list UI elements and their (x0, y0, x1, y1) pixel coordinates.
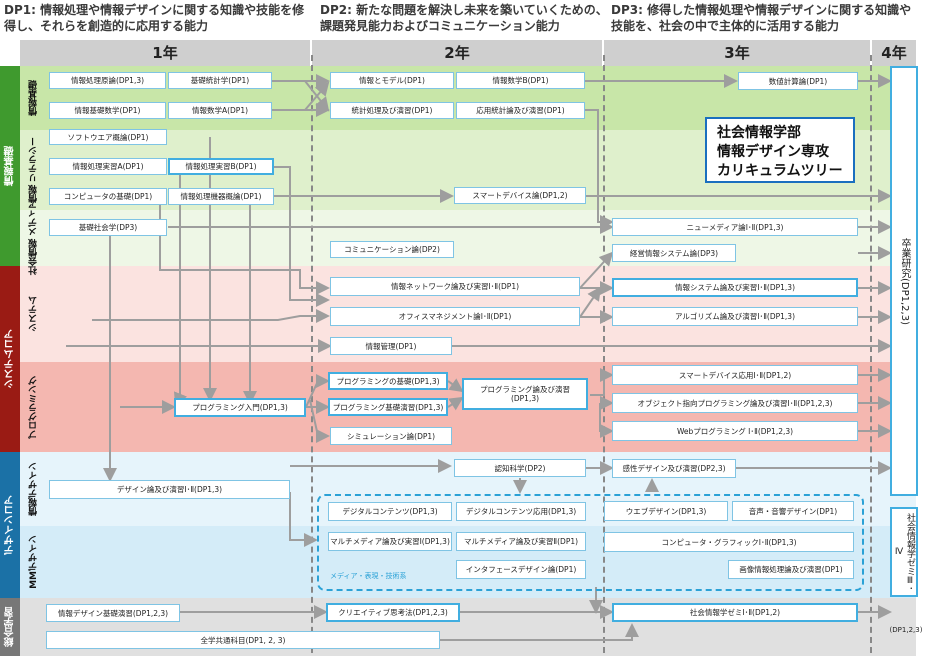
course-box[interactable]: Webプログラミング Ⅰ･Ⅱ(DP1,2,3) (612, 421, 858, 441)
course-box[interactable]: アルゴリズム論及び演習Ⅰ･Ⅱ(DP1,3) (612, 307, 858, 326)
year-2-header: 2年 (312, 40, 602, 66)
course-box[interactable]: プログラミング基礎演習(DP1,3) (328, 398, 448, 416)
course-box[interactable]: クリエイティブ思考法(DP1,2,3) (326, 603, 460, 622)
arrow (289, 492, 318, 547)
course-box[interactable]: 音声・音響デザイン(DP1) (732, 501, 854, 521)
dp1-description: DP1: 情報処理や情報デザインに関する知識や技能を修 得し、それらを創造的に応… (4, 3, 305, 33)
zemi-dp-label: (DP1,2,3) (889, 626, 923, 634)
course-box[interactable]: 認知科学(DP2) (454, 459, 586, 477)
course-box[interactable]: 社会情報学ゼミⅠ･Ⅱ(DP1,2) (612, 603, 858, 622)
course-box[interactable]: 数値計算論(DP1) (738, 72, 858, 90)
course-box[interactable]: 情報処理実習B(DP1) (168, 158, 274, 175)
course-box[interactable]: スマートデバイス論(DP1,2) (454, 187, 586, 204)
course-box[interactable]: デジタルコンテンツ応用(DP1,3) (456, 502, 586, 521)
course-box[interactable]: 情報数学A(DP1) (168, 102, 272, 119)
course-box[interactable]: コンピュータの基礎(DP1) (49, 188, 167, 205)
course-box-sotsugyo[interactable]: 卒業研究(DP1,2,3) (890, 66, 918, 496)
course-box[interactable]: 情報ネットワーク論及び実習Ⅰ･Ⅱ(DP1) (330, 277, 580, 296)
course-box[interactable]: 基礎社会学(DP3) (49, 219, 167, 236)
year-separator (603, 55, 605, 653)
course-box[interactable]: 情報処理機器概論(DP1) (168, 188, 274, 205)
arrow (274, 166, 330, 307)
sidebar-system-core: システムコア (0, 266, 20, 452)
course-box[interactable]: ウエブデザイン(DP1,3) (604, 501, 728, 521)
course-box[interactable]: 応用統計論及び演習(DP1) (456, 102, 585, 119)
arrow (599, 403, 614, 438)
course-box[interactable]: マルチメディア論及び実習Ⅱ(DP1) (456, 532, 586, 551)
course-box[interactable]: ソフトウエア概論(DP1) (49, 129, 167, 145)
course-box[interactable]: 基礎統計学(DP1) (168, 72, 272, 89)
course-box[interactable]: ニューメディア論Ⅰ･Ⅱ(DP1,3) (612, 218, 858, 236)
arrow (92, 309, 330, 323)
arrow (579, 286, 602, 318)
media-group-outline (317, 494, 864, 591)
arrow (440, 623, 639, 641)
course-box[interactable]: 情報処理原論(DP1,3) (49, 72, 166, 89)
course-box[interactable]: 情報数学B(DP1) (456, 72, 585, 89)
sidebar-joho-kiso: 情報基礎 (0, 66, 20, 266)
page-title: 社会情報学部 情報デザイン専攻 カリキュラムツリー (705, 117, 855, 183)
course-box[interactable]: プログラミング論及び演習 (DP1,3) (462, 378, 588, 410)
year-4-header: 4年 (872, 40, 916, 66)
course-box[interactable]: 統計処理及び演習(DP1) (330, 102, 454, 119)
course-box-zemi[interactable]: 社会情報学ゼミⅢ･Ⅳ (890, 507, 918, 597)
course-box[interactable]: 情報処理実習A(DP1) (49, 158, 167, 175)
arrow (309, 399, 330, 443)
course-box[interactable]: 情報デザイン基礎演習(DP1,2,3) (46, 604, 180, 622)
arrow (579, 251, 614, 289)
course-box[interactable]: プログラミングの基礎(DP1,3) (328, 372, 448, 390)
course-box[interactable]: 全学共通科目(DP1, 2, 3) (46, 631, 440, 649)
course-box[interactable]: インタフェースデザイン論(DP1) (456, 560, 586, 579)
course-box[interactable]: 情報基礎数学(DP1) (49, 102, 166, 119)
course-box[interactable]: デジタルコンテンツ(DP1,3) (328, 502, 452, 521)
year-3-header: 3年 (604, 40, 870, 66)
sidebar-sogo: 総合学習 (0, 598, 20, 656)
course-box[interactable]: スマートデバイス応用Ⅰ･Ⅱ(DP1,2) (612, 365, 858, 385)
course-box[interactable]: 情報システム論及び実習Ⅰ･Ⅱ(DP1,3) (612, 278, 858, 297)
sidebar-design-core: デザインコア (0, 452, 20, 598)
course-box[interactable]: 画像情報処理論及び演習(DP1) (728, 560, 854, 579)
course-box[interactable]: 情報とモデル(DP1) (330, 72, 454, 89)
course-box[interactable]: マルチメディア論及び実習Ⅰ(DP1,3) (328, 532, 452, 551)
arrow (585, 109, 614, 229)
course-box[interactable]: 感性デザイン及び演習(DP2,3) (612, 459, 736, 478)
course-box[interactable]: デザイン論及び演習Ⅰ･Ⅱ(DP1,3) (49, 480, 290, 499)
arrow (272, 81, 330, 111)
arrow (447, 396, 464, 411)
course-box[interactable]: コミュニケーション論(DP2) (330, 241, 454, 258)
course-box[interactable]: コンピュータ・グラフィックⅠ･Ⅱ(DP1,3) (604, 532, 854, 552)
arrow (305, 374, 330, 408)
course-box[interactable]: 経営情報システム論(DP3) (612, 244, 736, 262)
course-box[interactable]: シミュレーション論(DP1) (330, 427, 452, 445)
year-1-header: 1年 (20, 40, 310, 66)
dp3-description: DP3: 修得した情報処理や情報デザインに関する知識や 技能を、社会の中で主体的… (611, 3, 912, 33)
course-box[interactable]: 情報管理(DP1) (330, 337, 452, 355)
arrow (447, 378, 464, 393)
group-label: メディア・表現・技術系 (330, 572, 407, 580)
arrow (159, 196, 330, 295)
dp2-description: DP2: 新たな問題を解決し未来を築いていくための、 課題発見能力およびコミュニ… (320, 3, 608, 33)
arrow (272, 80, 330, 112)
year-separator (870, 55, 872, 653)
course-box[interactable]: プログラミング入門(DP1,3) (174, 398, 306, 417)
course-box[interactable]: オフィスマネジメント論Ⅰ･Ⅱ(DP1) (330, 307, 580, 326)
arrow (590, 368, 614, 396)
course-box[interactable]: オブジェクト指向プログラミング論及び演習Ⅰ･Ⅱ(DP1,2,3) (612, 393, 858, 413)
year-separator (311, 55, 313, 653)
